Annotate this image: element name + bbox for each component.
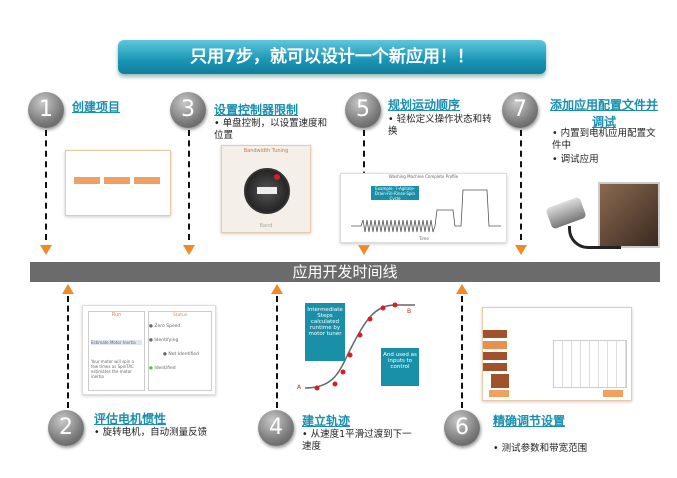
step-5-profile-chart: Washing Machine Complete Profile Example…	[340, 173, 507, 243]
step-1-screenshot	[65, 150, 171, 216]
step-3-connector	[188, 130, 190, 240]
step-3-title[interactable]: 设置控制器限制	[214, 103, 299, 117]
step-4-trajectory-chart: A B Intermediate Steps calculated runtim…	[295, 300, 427, 396]
step-7-connector	[520, 130, 522, 240]
step-6-bullet: 测试参数和带宽范围	[493, 443, 588, 455]
step-1-number: 1	[28, 92, 64, 128]
arrow-down-icon	[515, 245, 527, 255]
dial-title: Bandwidth Tuning	[243, 148, 289, 154]
step-3-dial-image: Bandwidth Tuning Band	[221, 145, 311, 233]
estimate-inertia-button[interactable]: Estimate Motor Inertia	[91, 340, 142, 345]
arrow-up-icon	[62, 284, 74, 294]
arrow-down-icon	[358, 245, 370, 255]
step-6-connector	[461, 296, 463, 408]
intermediate-steps-callout: Intermediate Steps calculated runtime by…	[305, 303, 345, 361]
step-7-bullet-2: 调试应用	[552, 154, 599, 166]
run-label: Run	[111, 312, 122, 318]
dial-footer: Band	[259, 223, 273, 229]
step-5-number: 5	[345, 92, 381, 128]
step-6-number: 6	[444, 410, 480, 446]
dial-knob[interactable]	[244, 168, 290, 214]
state-zero-speed: ● Zero Speed	[149, 324, 181, 329]
step-1-title[interactable]: 创建项目	[72, 100, 121, 114]
arrow-down-icon	[183, 245, 195, 255]
state-not-identified: ● Not Identified	[163, 352, 199, 357]
timeline-bar: 应用开发时间线	[30, 262, 660, 282]
example-callout: Example: 7-Agitate-Drain-Fill-Rinse-Spin…	[371, 186, 419, 201]
profile-chart-title: Washing Machine Complete Profile	[388, 174, 459, 179]
step-2-bullet: 旋转电机，自动测量反馈	[94, 427, 208, 439]
profile-x-label: Time	[419, 236, 429, 241]
state-identified: ● Identified	[149, 366, 176, 371]
step-2-title[interactable]: 评估电机惯性	[94, 412, 167, 426]
step-2-number: 2	[48, 410, 84, 446]
step-3-number: 3	[170, 92, 206, 128]
step-2-screenshot: Run Estimate Motor Inertia Your motor wi…	[82, 305, 216, 395]
step-4-title[interactable]: 建立轨迹	[302, 414, 351, 428]
status-label: Status	[172, 313, 188, 318]
step-6-title[interactable]: 精确调节设置	[493, 414, 566, 428]
profile-curve	[351, 189, 501, 233]
step-4-connector	[276, 296, 278, 408]
arrow-down-icon	[40, 245, 52, 255]
run-note: Your motor will spin a few times as Spin…	[91, 359, 134, 379]
step-1-connector	[45, 130, 47, 240]
inputs-to-control-callout: And used as inputs to control	[381, 348, 419, 386]
arrow-up-icon	[271, 284, 283, 294]
step-5-title[interactable]: 规划运动顺序	[388, 98, 461, 112]
step-7-title[interactable]: 添加应用配置文件并调试	[549, 98, 658, 129]
point-b-label: B	[407, 308, 412, 315]
step-5-bullet: 轻松定义操作状态和转换	[388, 114, 498, 138]
arrow-up-icon	[456, 284, 468, 294]
state-identifying: ● Identifying	[149, 338, 179, 343]
step-4-number: 4	[258, 410, 294, 446]
title-banner: 只用7步，就可以设计一个新应用！！	[118, 40, 546, 74]
motor-hardware-photo	[545, 182, 660, 257]
step-4-bullet: 从速度1平滑过渡到下一速度	[302, 429, 412, 453]
step-3-bullet: 单盘控制，以设置速度和位置	[214, 118, 334, 142]
step-2-connector	[67, 296, 69, 408]
step-7-bullet-1: 内置到电机应用配置文件中	[552, 128, 662, 152]
point-a-label: A	[297, 384, 302, 391]
trajectory-curve	[304, 302, 415, 391]
step-6-screenshot	[482, 307, 632, 401]
step-7-number: 7	[502, 92, 538, 128]
